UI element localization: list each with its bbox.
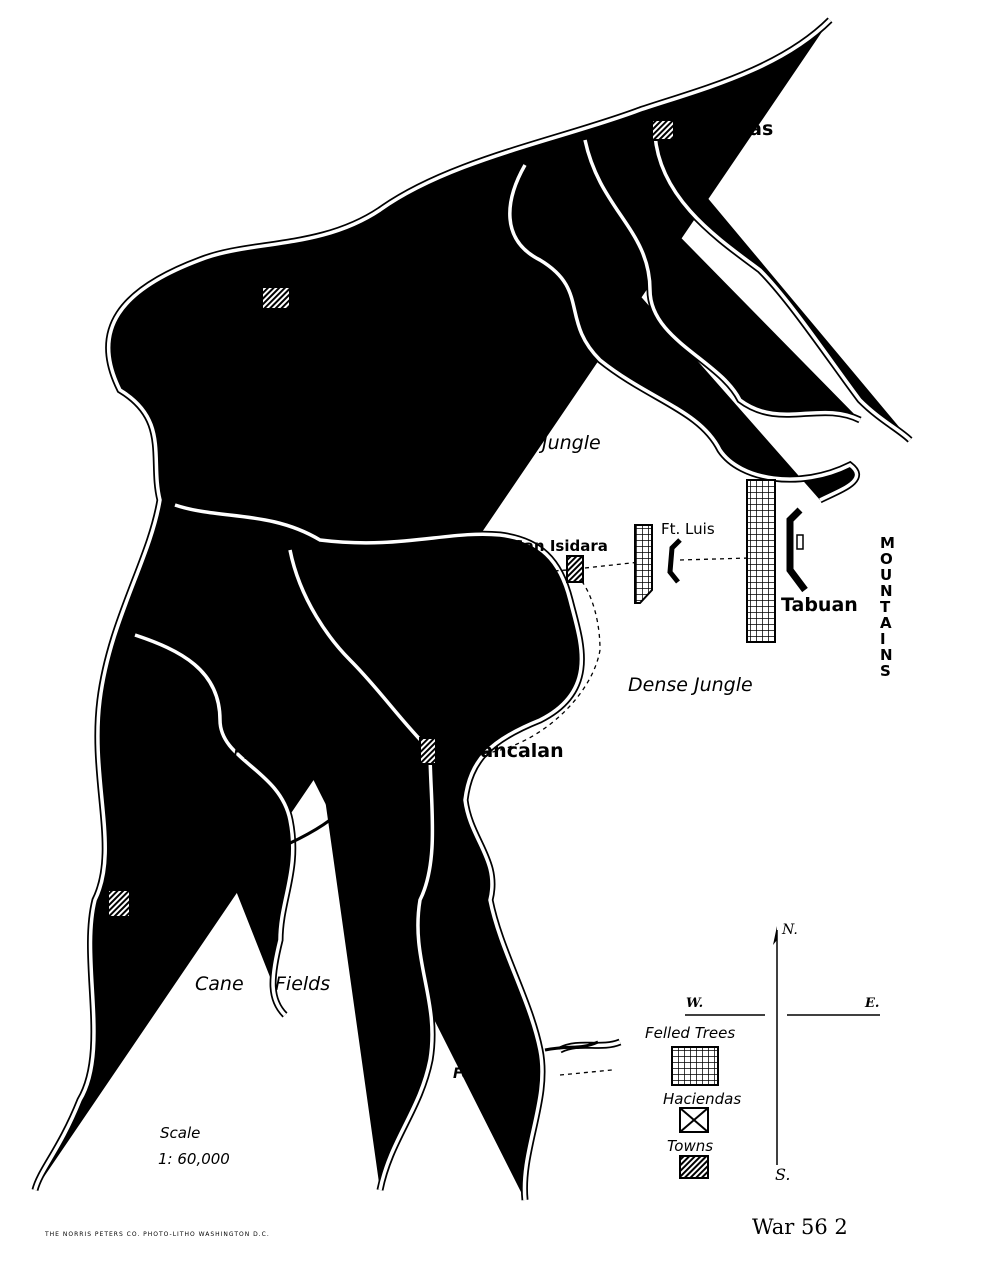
label-victorias: Victorias: [679, 118, 774, 140]
plate-number: War 56 2: [752, 1215, 848, 1239]
legend-symbols: [544, 1040, 719, 1179]
compass-w: W.: [686, 996, 704, 1011]
label-cane: Cane: [195, 973, 244, 995]
label-rice: Rice: [148, 742, 189, 764]
compass-e: E.: [865, 996, 880, 1011]
imprint: THE NORRIS PETERS CO. PHOTO-LITHO WASHIN…: [45, 1231, 270, 1238]
town-san-isidara: [566, 555, 584, 583]
compass-s: S.: [775, 1165, 791, 1184]
town-cabancalan: [419, 737, 437, 765]
label-sugar: Sugar: [364, 617, 420, 639]
label-rice-fields: Fields: [233, 742, 289, 764]
compass-n: N.: [782, 922, 798, 938]
legend-rivers: Rivers: [485, 1098, 535, 1114]
legend-roads: Roads: [484, 1041, 532, 1057]
label-cabancalan: Cabancalan: [440, 740, 564, 762]
label-san-isidara: San Isidara: [513, 537, 608, 555]
label-ft-luis: Ft. Luis: [661, 520, 715, 538]
legend-haciendas: Haciendas: [663, 1090, 742, 1108]
label-saravia: Saravia: [299, 290, 380, 312]
town-saravia: [261, 286, 291, 310]
label-dense-jungle-north: Dense Jungle: [476, 432, 601, 454]
label-mountains: MOUNTAINS: [880, 534, 895, 680]
felled-trees: [634, 479, 776, 643]
town-unnamed: [107, 889, 131, 918]
towns: [107, 119, 675, 918]
legend-felled-trees: Felled Trees: [645, 1024, 736, 1042]
label-cane-fields: Fields: [275, 973, 331, 995]
fortifications: [667, 507, 808, 593]
foot-paths: [429, 557, 751, 756]
road: [119, 753, 427, 905]
scale-value: 1: 60,000: [158, 1150, 230, 1168]
compass-rose: [685, 926, 880, 1165]
town-victorias: [651, 119, 675, 141]
scale-label: Scale: [160, 1124, 201, 1142]
legend-foot-paths: Foot Paths: [453, 1066, 537, 1082]
rivers: [35, 20, 910, 1200]
label-dense-jungle-east: Dense Jungle: [628, 674, 753, 696]
legend-towns: Towns: [667, 1137, 714, 1155]
label-tabuan: Tabuan: [781, 594, 858, 616]
